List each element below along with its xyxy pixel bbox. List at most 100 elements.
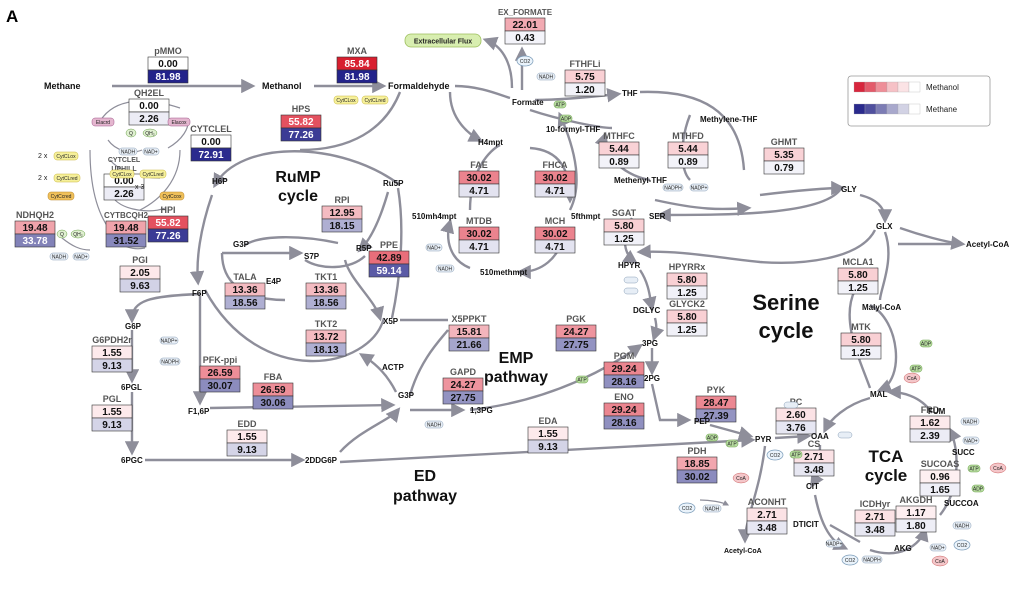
methane-value: 72.91 bbox=[198, 150, 223, 161]
enzyme-name: EDD bbox=[237, 419, 257, 429]
methane-value: 4.71 bbox=[545, 186, 565, 197]
methane-value-cell bbox=[564, 82, 606, 97]
methane-value-cell bbox=[840, 345, 882, 360]
metabolite-acetyl-coa: Acetyl-CoA bbox=[966, 240, 1009, 249]
atp-icon: ATP bbox=[967, 464, 981, 473]
methane-value-cell bbox=[527, 439, 569, 454]
svg-text:ADP: ADP bbox=[707, 436, 718, 442]
methane-value: 1.65 bbox=[930, 485, 950, 496]
methane-value: 30.07 bbox=[207, 381, 232, 392]
nadh-icon bbox=[623, 276, 639, 284]
methane-value-cell bbox=[504, 30, 546, 45]
svg-text:Elacox: Elacox bbox=[171, 120, 187, 126]
nad-icon: NAD+ bbox=[929, 543, 947, 552]
coa-icon: CoA bbox=[931, 555, 949, 567]
enzyme-name: CYTBCQH2 bbox=[104, 211, 149, 220]
emp-label-1: EMP bbox=[499, 350, 534, 367]
methanol-value: 15.81 bbox=[456, 327, 481, 338]
metabolite-10-formyl-thf: 10-formyl-THF bbox=[546, 125, 600, 134]
enzyme-name: EDA bbox=[538, 416, 558, 426]
adp-icon: ADP bbox=[971, 484, 985, 493]
enzyme-name: AKGDH bbox=[900, 495, 933, 505]
atp-icon: ATP bbox=[553, 100, 567, 109]
methane-value-cell bbox=[603, 374, 645, 389]
methane-value-cell bbox=[105, 233, 147, 248]
enzyme-name: PDH bbox=[687, 446, 706, 456]
svg-text:Q: Q bbox=[60, 232, 64, 238]
methane-value-cell bbox=[763, 160, 805, 175]
methane-value: 4.71 bbox=[469, 242, 489, 253]
enzyme-name: PGM bbox=[614, 351, 635, 361]
svg-text:Q: Q bbox=[129, 131, 133, 137]
methane-value-cell bbox=[119, 278, 161, 293]
methane-value: 27.75 bbox=[450, 393, 475, 404]
methane-value: 9.13 bbox=[237, 445, 257, 456]
enzyme-name: ACONHT bbox=[748, 497, 787, 507]
metabolite-pep: PEP bbox=[694, 417, 711, 426]
enzyme-name: HPS bbox=[292, 104, 311, 114]
svg-text:NADH: NADH bbox=[963, 420, 978, 426]
methane-value: 18.13 bbox=[313, 345, 338, 356]
methane-value-cell bbox=[793, 462, 835, 477]
methanol-value: 5.80 bbox=[677, 275, 697, 286]
methane-value: 28.16 bbox=[611, 377, 636, 388]
legend-swatch bbox=[864, 103, 877, 115]
legend-swatch bbox=[853, 103, 866, 115]
methane-value-cell bbox=[103, 186, 145, 201]
svg-text:CoA: CoA bbox=[907, 376, 917, 382]
metabolite-f16p: F1,6P bbox=[188, 407, 210, 416]
methanol-value: 19.48 bbox=[113, 223, 138, 234]
svg-text:CytCLred: CytCLred bbox=[364, 98, 385, 104]
enzyme-name: TALA bbox=[233, 272, 257, 282]
metabolite-methanol: Methanol bbox=[262, 81, 302, 91]
metabolite-g3p-rump: G3P bbox=[233, 240, 250, 249]
co2-icon: CO2 bbox=[516, 55, 534, 67]
methanol-value: 13.36 bbox=[232, 285, 257, 296]
extracellular-flux-label: Extracellular Flux bbox=[414, 39, 472, 46]
svg-text:NADP+: NADP+ bbox=[161, 339, 178, 345]
svg-text:NADH: NADH bbox=[705, 507, 720, 513]
methane-value: 1.25 bbox=[614, 234, 634, 245]
enzyme-name: X5PPKT bbox=[451, 314, 487, 324]
methanol-value: 5.44 bbox=[678, 144, 698, 155]
nad-icon: NAD+ bbox=[962, 436, 980, 445]
svg-text:CO2: CO2 bbox=[845, 558, 856, 564]
methane-value: 2.26 bbox=[114, 189, 134, 200]
methane-value: 0.89 bbox=[678, 157, 698, 168]
methanol-value: 1.55 bbox=[102, 407, 122, 418]
svg-text:CytCcox: CytCcox bbox=[163, 194, 182, 200]
legend-swatch bbox=[897, 81, 910, 93]
methanol-value: 55.82 bbox=[155, 218, 180, 229]
q-icon: Q bbox=[125, 128, 137, 138]
methanol-value: 2.71 bbox=[804, 452, 824, 463]
nadp-icon: NADP+ bbox=[689, 183, 709, 192]
enzyme-name: SGAT bbox=[612, 208, 637, 218]
metabolite-2ddg6p: 2DDG6P bbox=[305, 456, 338, 465]
metabolite-oaa: OAA bbox=[811, 432, 829, 441]
methane-value: 1.25 bbox=[677, 325, 697, 336]
methane-value: 27.39 bbox=[703, 411, 728, 422]
coa-icon: CoA bbox=[989, 462, 1007, 474]
svg-text:CytCLox: CytCLox bbox=[56, 154, 76, 160]
metabolite-g6p: G6P bbox=[125, 322, 142, 331]
metabolite-actp: ACTP bbox=[382, 363, 404, 372]
metabolite-6pgc: 6PGC bbox=[121, 456, 143, 465]
enzyme-name: FAE bbox=[470, 160, 488, 170]
methane-value-cell bbox=[305, 342, 347, 357]
elacrd-icon: Elacrd bbox=[91, 117, 115, 127]
methanol-value: 5.75 bbox=[575, 72, 595, 83]
